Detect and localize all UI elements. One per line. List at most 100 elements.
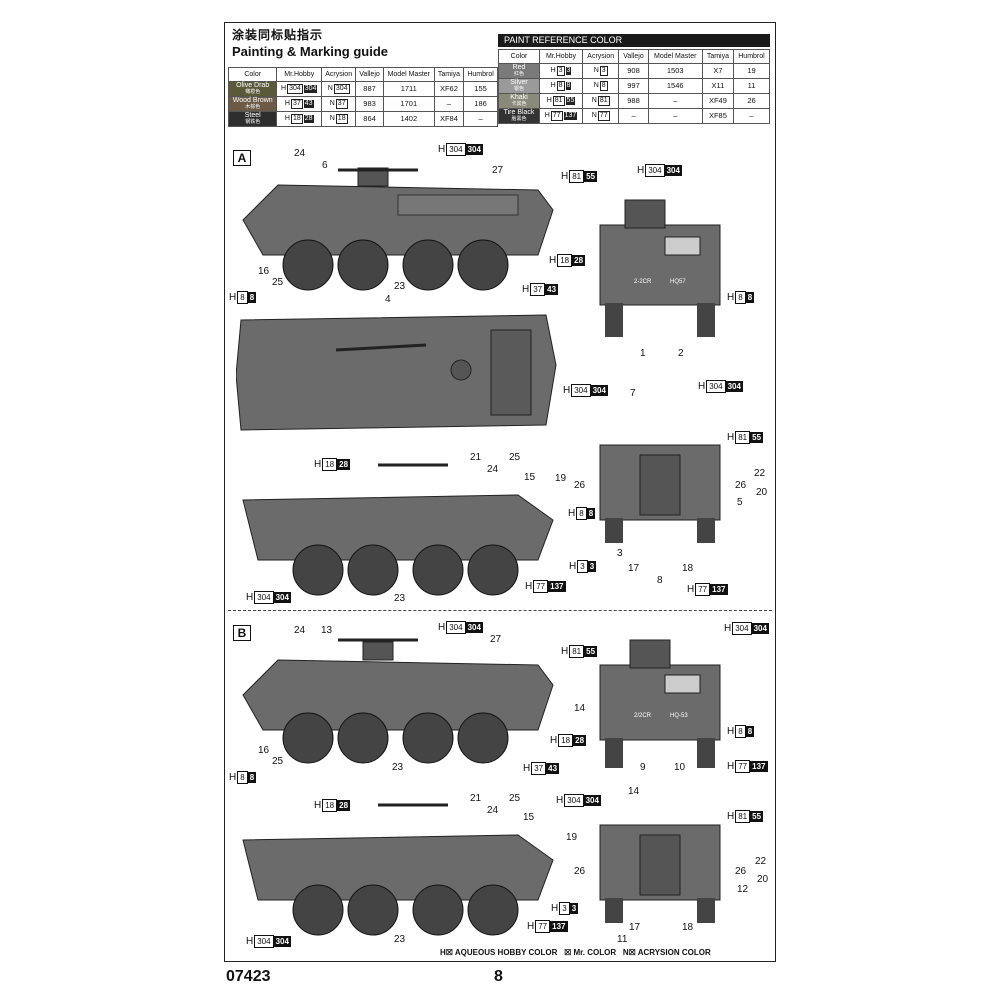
color-code-number: 18 [322, 799, 338, 812]
paint-code-prefix: N [327, 85, 333, 92]
paint-code-num: 43 [303, 100, 314, 108]
callout-b: 11 [617, 934, 628, 945]
color-code-number-dark: 3 [587, 561, 597, 572]
paint-column-header: Vallejo [618, 49, 649, 64]
color-code-number-dark: 43 [545, 284, 559, 295]
paint-vallejo-cell: 983 [355, 96, 384, 112]
paint-humbrol-cell: 155 [463, 81, 498, 97]
color-code-number: 3 [577, 560, 588, 573]
callout-b: 26 [735, 866, 747, 877]
color-code-number: 8 [237, 771, 248, 784]
callout-b: 18 [682, 922, 694, 933]
callout-b: 24 [294, 625, 306, 636]
color-code-number: 304 [254, 935, 274, 948]
callout-b: 23 [392, 762, 404, 773]
paint-code-num: 37 [335, 99, 348, 109]
color-code-number-dark: 8 [247, 292, 257, 303]
paint-mm-cell: 1701 [382, 96, 435, 112]
paint-code-num: 3 [565, 67, 572, 75]
color-code-number: 304 [706, 380, 726, 393]
paint-color-name: Khaki [510, 94, 528, 101]
color-code-prefix: H [687, 584, 695, 595]
color-code-prefix: H [727, 811, 735, 822]
paint-color-name: Steel [244, 112, 261, 119]
paint-code-num: 8 [556, 81, 565, 91]
paint-mm-cell: 1711 [382, 81, 435, 97]
paint-tamiya-cell: XF49 [701, 93, 734, 109]
color-code-number: 77 [695, 583, 711, 596]
paint-code-num: 55 [565, 97, 576, 105]
color-code-number: 3 [559, 902, 570, 915]
paint-column-header: Humbrol [732, 49, 771, 64]
paint-code-num: 37 [290, 99, 303, 109]
color-code-number: 304 [571, 384, 591, 397]
color-code-number-dark: 304 [725, 381, 743, 392]
color-code-number: 81 [735, 431, 751, 444]
callout-a: 26 [574, 480, 586, 491]
paint-code-prefix: H [550, 82, 556, 89]
color-code-number: 18 [558, 734, 574, 747]
callout-a: 26 [735, 480, 747, 491]
color-code-prefix: H [569, 561, 577, 572]
color-code-number-dark: 137 [750, 761, 768, 772]
paint-humbrol-cell: 186 [463, 96, 498, 112]
paint-tamiya-cell: – [433, 96, 465, 112]
callout-a: 1 [640, 348, 646, 359]
color-code-number-dark: 28 [572, 255, 586, 266]
color-code-number-dark: 304 [273, 936, 291, 947]
color-code-prefix: H [438, 144, 446, 155]
callout-a: 25 [509, 452, 521, 463]
vehicle-b-rear [599, 824, 721, 923]
color-code-prefix: H [727, 292, 735, 303]
color-code-prefix: H [637, 165, 645, 176]
color-code-prefix: H [563, 385, 571, 396]
paint-column-header: Vallejo [355, 67, 384, 82]
paint-code-num: 81 [552, 96, 565, 106]
callout-b: 24 [487, 805, 499, 816]
callout-b: 9 [640, 762, 646, 773]
callout-a: 8 [657, 575, 663, 586]
paint-code-prefix: N [591, 112, 597, 119]
color-code-number: 304 [564, 794, 584, 807]
callout-a: 5 [737, 497, 743, 508]
color-code-number: 304 [446, 621, 466, 634]
paint-column-header: Color [227, 67, 278, 82]
color-code-number: 77 [533, 580, 549, 593]
color-code-number-dark: 43 [546, 763, 560, 774]
callout-b: 17 [629, 922, 641, 933]
paint-humbrol-cell: 11 [732, 78, 771, 94]
paint-color-name: Silver [510, 79, 528, 86]
callout-a: 24 [487, 464, 499, 475]
color-code-prefix: H [527, 921, 535, 932]
paint-code-prefix: N [329, 100, 335, 107]
vehicle-a-front [599, 199, 721, 337]
paint-humbrol-cell: – [732, 108, 771, 124]
paint-color-cn: 钢铁色 [245, 119, 261, 125]
color-code-prefix: H [549, 255, 557, 266]
color-code-number-dark: 8 [247, 772, 257, 783]
paint-tamiya-cell: XF85 [701, 108, 734, 124]
